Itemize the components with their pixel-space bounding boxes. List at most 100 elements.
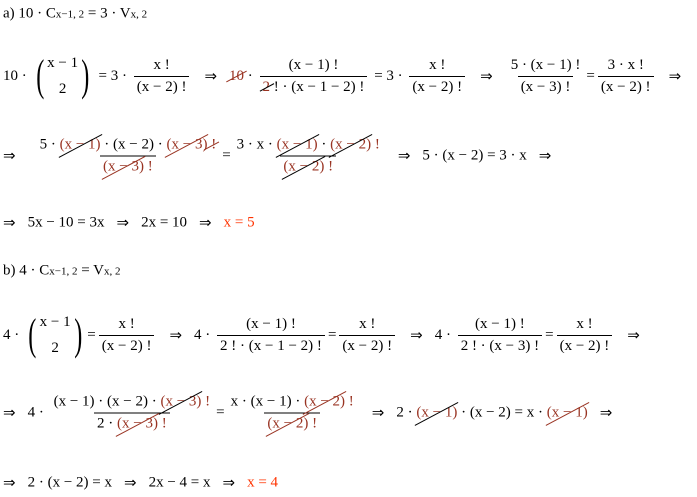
denominator: (x − 2) !	[556, 334, 613, 355]
denominator: (x − 2) !	[339, 334, 396, 355]
denominator: (x − 3) !	[517, 75, 574, 96]
numerator: (x − 1) !	[246, 315, 296, 332]
cancelled-term: 2	[262, 78, 271, 95]
binom-bottom: 2	[51, 340, 59, 356]
cancelled-term: (x − 1)	[416, 404, 458, 421]
text: !	[157, 415, 167, 432]
numerator: (x − 1) · (x − 2) · (x − 3) !	[51, 394, 214, 413]
numerator: 3 · x · (x − 1) · (x − 2) !	[234, 137, 383, 156]
text: =	[216, 404, 225, 421]
implies-arrow: ⇒	[204, 68, 218, 85]
text: ·	[244, 67, 257, 84]
fraction: (x − 1) !2 ! · (x − 1 − 2) !	[217, 316, 325, 355]
cancelled-term: (x − 2)	[330, 136, 372, 153]
implies-arrow: ⇒	[3, 405, 16, 422]
text: x · (x − 1) ·	[230, 393, 305, 410]
fraction: (x − 1) · (x − 2) · (x − 3) !2 · (x − 3)…	[51, 394, 214, 433]
fraction: 5 · (x − 1) · (x − 2) · (x − 3) !(x − 3)…	[37, 137, 220, 176]
text: !	[308, 415, 318, 432]
cancelled-term: (x − 3)	[166, 136, 208, 153]
binom-bottom: 2	[58, 81, 67, 97]
denominator: (x − 2) !	[280, 155, 337, 176]
text: !	[143, 158, 153, 175]
text: = 3 ·	[94, 67, 131, 84]
numerator: x !	[429, 56, 446, 73]
text: !	[207, 136, 217, 153]
implies-arrow: ⇒	[123, 475, 137, 492]
denominator: (x − 3) !	[100, 155, 156, 176]
text: 4 ·	[194, 326, 215, 343]
label: a) 10 · C	[3, 5, 56, 22]
fraction: (x − 1) ! 2 ! · (x − 1 − 2) !	[259, 56, 368, 96]
numerator: x !	[576, 315, 593, 332]
implies-arrow: ⇒	[397, 148, 411, 165]
numerator: 5 · (x − 1) !	[510, 56, 581, 73]
implies-arrow: ⇒	[222, 475, 236, 492]
implies-arrow: ⇒	[3, 148, 16, 165]
implies-arrow: ⇒	[538, 148, 552, 165]
text: 2 ·	[97, 415, 118, 432]
implies-arrow: ⇒	[627, 327, 640, 344]
subscript: x−1, 2	[55, 8, 85, 20]
numerator: x !	[118, 315, 135, 332]
text: 2 ·	[396, 404, 417, 421]
implies-arrow: ⇒	[668, 68, 682, 85]
text: !	[345, 393, 354, 410]
implies-arrow: ⇒	[3, 475, 16, 492]
cancelled-term: (x − 2)	[267, 415, 309, 432]
text: · (x − 2) = x ·	[457, 404, 547, 421]
denominator: 2 ! · (x − 1 − 2) !	[259, 75, 368, 96]
text: ·	[317, 136, 331, 153]
text: ! · (x − 1 − 2) !	[270, 78, 365, 95]
cancelled-term: (x − 3)	[160, 393, 202, 410]
text: 4 ·	[27, 404, 48, 421]
implies-arrow: ⇒	[410, 327, 423, 344]
denominator: 2 ! · (x − 3) !	[457, 334, 543, 355]
text: (x − 1) · (x − 2) ·	[53, 393, 161, 410]
fraction: (x − 1) !2 ! · (x − 3) !	[457, 316, 543, 355]
text: =	[586, 67, 595, 84]
numerator: 5 · (x − 1) · (x − 2) · (x − 3) !	[37, 137, 220, 156]
implies-arrow: ⇒	[599, 405, 613, 422]
text: = 3 · V	[84, 5, 131, 22]
text: 4 ·	[3, 326, 23, 343]
text: =	[222, 147, 231, 164]
text: !	[371, 136, 380, 153]
numerator: x · (x − 1) · (x − 2) !	[228, 394, 357, 413]
numerator: x !	[153, 56, 170, 73]
part-a-step-2: ⇒ 5 · (x − 1) · (x − 2) · (x − 3) !(x − …	[3, 137, 563, 176]
fraction: x !(x − 2) !	[409, 56, 466, 96]
fraction: 3 · x !(x − 2) !	[597, 57, 654, 96]
text: =	[87, 326, 96, 343]
subscript: x, 2	[104, 265, 121, 277]
fraction: 3 · x · (x − 1) · (x − 2) !(x − 2) !	[234, 137, 383, 176]
cancelled-term: 10	[229, 67, 245, 84]
implies-arrow: ⇒	[480, 68, 493, 85]
implies-arrow: ⇒	[371, 405, 385, 422]
text: · (x − 2) ·	[100, 136, 167, 153]
subscript: x−1, 2	[49, 265, 78, 277]
cancelled-term: (x − 2)	[304, 393, 346, 410]
part-a-step-3: ⇒ 5x − 10 = 3x ⇒ 2x = 10 ⇒ x = 5	[3, 214, 255, 233]
label: b) 4 · C	[3, 262, 50, 279]
part-b-step-3: ⇒ 2 · (x − 2) = x ⇒ 2x − 4 = x ⇒ x = 4	[3, 474, 278, 493]
denominator: (x − 2) !	[133, 75, 190, 96]
implies-arrow: ⇒	[116, 215, 130, 232]
numerator: (x − 1) !	[288, 56, 339, 73]
fraction: x ! (x − 2) !	[556, 315, 613, 355]
numerator: x !	[359, 315, 376, 332]
text: 2x = 10	[141, 214, 188, 231]
answer: x = 5	[223, 214, 255, 231]
answer: x = 4	[247, 474, 279, 491]
text: =	[545, 326, 554, 343]
text: !	[201, 393, 211, 410]
implies-arrow: ⇒	[169, 327, 183, 344]
text: =	[327, 326, 337, 343]
text: 3 · x ·	[236, 136, 277, 153]
denominator: 2 · (x − 3) !	[94, 412, 170, 433]
